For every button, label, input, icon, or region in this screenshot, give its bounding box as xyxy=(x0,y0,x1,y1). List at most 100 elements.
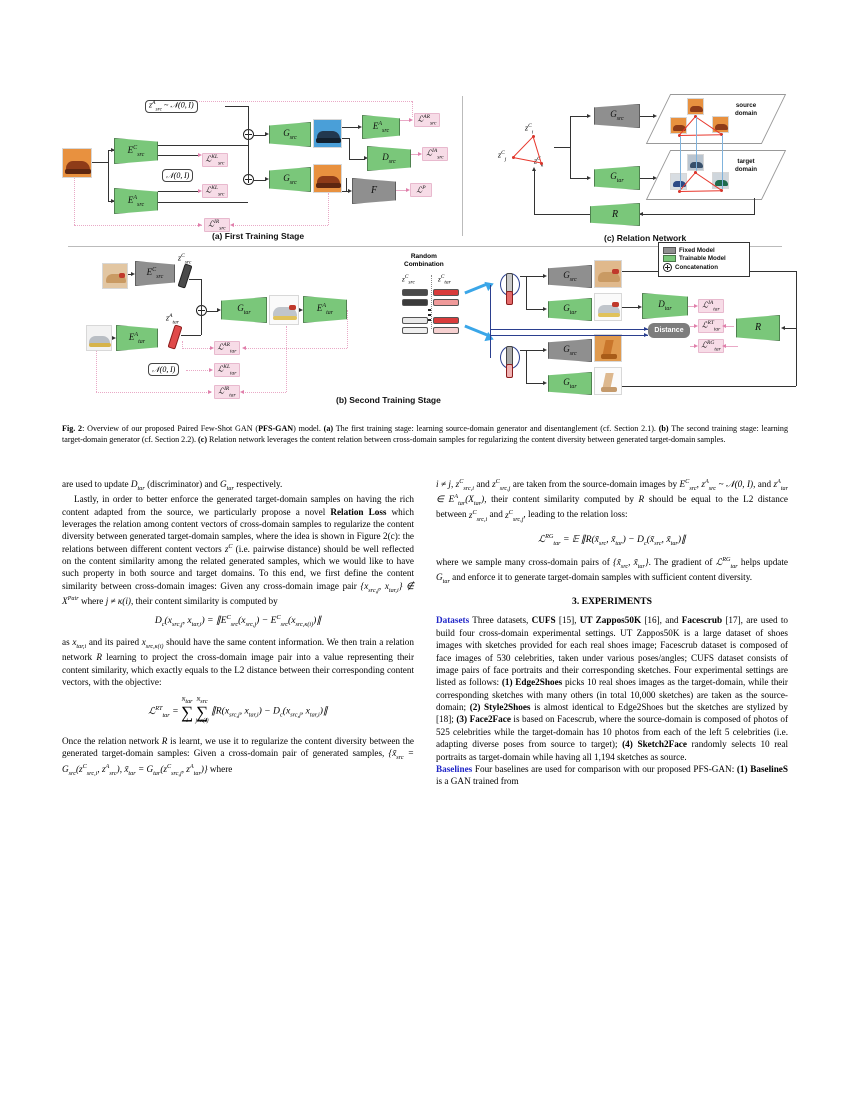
para-r1-c: are taken from the source-domain images … xyxy=(510,479,680,490)
noise-z-src-a-label: zAsrc ~ 𝒩(0, I) xyxy=(149,100,194,113)
relation-network-b-block: R xyxy=(736,315,780,341)
math-pair-set: {xsrc,j, xtar,i} ∉ XPair xyxy=(62,580,415,607)
legend-trainable-label: Trainable Model xyxy=(679,255,726,262)
conn-c6 xyxy=(640,178,654,179)
para-l3-d: learning to project the cross-domain ima… xyxy=(62,652,414,687)
arrow-a3 xyxy=(111,147,115,152)
conn-c1 xyxy=(554,147,570,148)
para-l2-b: which leverages the relation among conte… xyxy=(62,506,414,554)
arrow-kl1 xyxy=(198,152,202,157)
loss-perceptual: ℒP xyxy=(410,183,432,197)
distance-block: Distance xyxy=(648,323,690,338)
math-R-2: R xyxy=(161,736,168,746)
arrow-kl2 xyxy=(198,188,202,193)
equation-relation-generation: ℒRGtar = 𝔼 ∥R(x̃src, x̃tar) − Dc(x̃src, … xyxy=(538,532,686,547)
z-tar-a-label-b: zAtar xyxy=(166,313,179,326)
math-loss-rg: ℒRGtar xyxy=(715,556,738,571)
legend-concatenation: Concatenation xyxy=(663,263,745,272)
runhead-baselines: Baselines xyxy=(436,763,473,774)
pinkpath-ir-left xyxy=(74,178,75,225)
figure-2: zAsrc ~ 𝒩(0, I) ECsrc EAsrc 𝒩(0, I) ℒKLs… xyxy=(62,90,797,415)
conn-lrt2 xyxy=(724,326,734,327)
conn-c11 xyxy=(534,170,535,214)
conn-a1 xyxy=(92,162,108,163)
panel-a-caption: (a) First Training Stage xyxy=(212,231,305,241)
conn-bg6 xyxy=(526,383,545,384)
conn-a13 xyxy=(254,179,266,181)
math-E-src-C: ECsrc xyxy=(679,478,697,492)
generator-src-c-block: Gsrc xyxy=(594,104,640,128)
b1-name: BaselineS xyxy=(750,763,788,774)
para-r1-h: and xyxy=(487,509,506,520)
arrow-lrt2 xyxy=(722,323,726,328)
b1-body: is a GAN trained from xyxy=(436,776,519,787)
conn-b1 xyxy=(128,274,133,275)
z-src-c-label-b: zCsrc xyxy=(178,253,192,266)
figure-caption-bb: (b) xyxy=(658,424,669,433)
arrow-a19 xyxy=(348,188,352,193)
item4-body: randomly selects 10 real portraits as ta… xyxy=(436,739,789,762)
legend-fixed-model: Fixed Model xyxy=(663,247,745,254)
para-l4-c: where xyxy=(207,763,233,774)
dataset-facescrub: Facescrub xyxy=(681,615,723,626)
source-portrait-thumb-b xyxy=(102,263,128,289)
body-column-left: are used to update Dtar (discriminator) … xyxy=(62,478,414,778)
item3-body: is based on Facescrub, where the source-… xyxy=(436,714,789,750)
conn-a2 xyxy=(108,150,109,202)
encoder-appearance-src-out-block: EAsrc xyxy=(362,115,400,139)
conn-b3 xyxy=(189,279,201,280)
arrow-bp4 xyxy=(644,332,648,337)
arrow-c11 xyxy=(531,167,536,171)
gen-tar-thumb-b1 xyxy=(594,293,622,321)
conn-bg5 xyxy=(526,350,527,383)
pinkpath-ar-top xyxy=(197,101,412,102)
pinkpath-ir-bottom xyxy=(74,225,202,226)
rc-bar-c-1 xyxy=(402,289,428,296)
figure-divider-horizontal xyxy=(68,246,782,247)
arrow-b2 xyxy=(112,335,116,340)
arrow-a12 xyxy=(265,132,269,136)
figure-caption-t1: : Overview of our proposed Paired Few-Sh… xyxy=(82,424,259,433)
item1-body: picks 10 real shoes images as the target… xyxy=(436,677,788,713)
encoder-content-src-block: ECsrc xyxy=(114,138,158,164)
math-G-tar-2: Gtar xyxy=(436,572,450,586)
arrow-a4 xyxy=(111,198,115,203)
pinkb-h5 xyxy=(243,392,286,393)
panel-c-relation-network: zCi zCj zCk Gsrc Gtar xyxy=(472,90,788,243)
math-z-src-ci: zCsrc,i xyxy=(455,478,474,492)
arrow-a13 xyxy=(265,177,269,181)
pair-bottom-bar-a xyxy=(506,364,513,378)
math-R-3: R xyxy=(638,494,645,505)
arrow-ir-back xyxy=(230,222,234,227)
figure-legend: Fixed Model Trainable Model Concatenatio… xyxy=(658,242,750,277)
pinkb-h4 xyxy=(96,392,211,393)
figure-divider-vertical xyxy=(462,96,463,236)
math-x-src-kappa: xsrc,κ(i) xyxy=(141,636,164,650)
arrow-bg6 xyxy=(543,380,547,385)
math-d-tar: Dtar xyxy=(130,479,145,492)
plane-src-thumb-2 xyxy=(670,117,687,134)
conn-a11 xyxy=(248,106,249,134)
generator-src-b1-block: Gsrc xyxy=(548,265,592,288)
pinkb-h1 xyxy=(246,348,347,349)
arrow-ar xyxy=(409,117,413,122)
legend-trainable-swatch xyxy=(663,255,676,262)
para-l2-e: , their content similarity is computed b… xyxy=(130,596,278,607)
para-r1-g: should be equal to the L2 distance betwe… xyxy=(436,494,788,520)
conn-lrg2 xyxy=(724,346,738,347)
encoder-appearance-tar-out-block: EAtar xyxy=(303,296,347,323)
node-label-zj: zCj xyxy=(498,150,507,163)
pinkb-v3 xyxy=(96,351,97,392)
gen-src-thumb-b2 xyxy=(594,334,622,362)
loss-rt-tar: ℒRTtar xyxy=(698,319,724,333)
rc-label-z-src-c: zCsrc xyxy=(402,274,415,286)
math-R-1: R xyxy=(96,652,103,663)
ref-15: [15], xyxy=(555,615,580,626)
legend-concat-label: Concatenation xyxy=(675,264,718,271)
para-l1-post: respectively. xyxy=(233,479,283,489)
source-image-thumb-a xyxy=(62,148,92,178)
conn-bg2 xyxy=(526,276,527,309)
z-tar-a-bar xyxy=(167,324,183,350)
loss-ia-src: ℒIAsrc xyxy=(422,147,448,161)
